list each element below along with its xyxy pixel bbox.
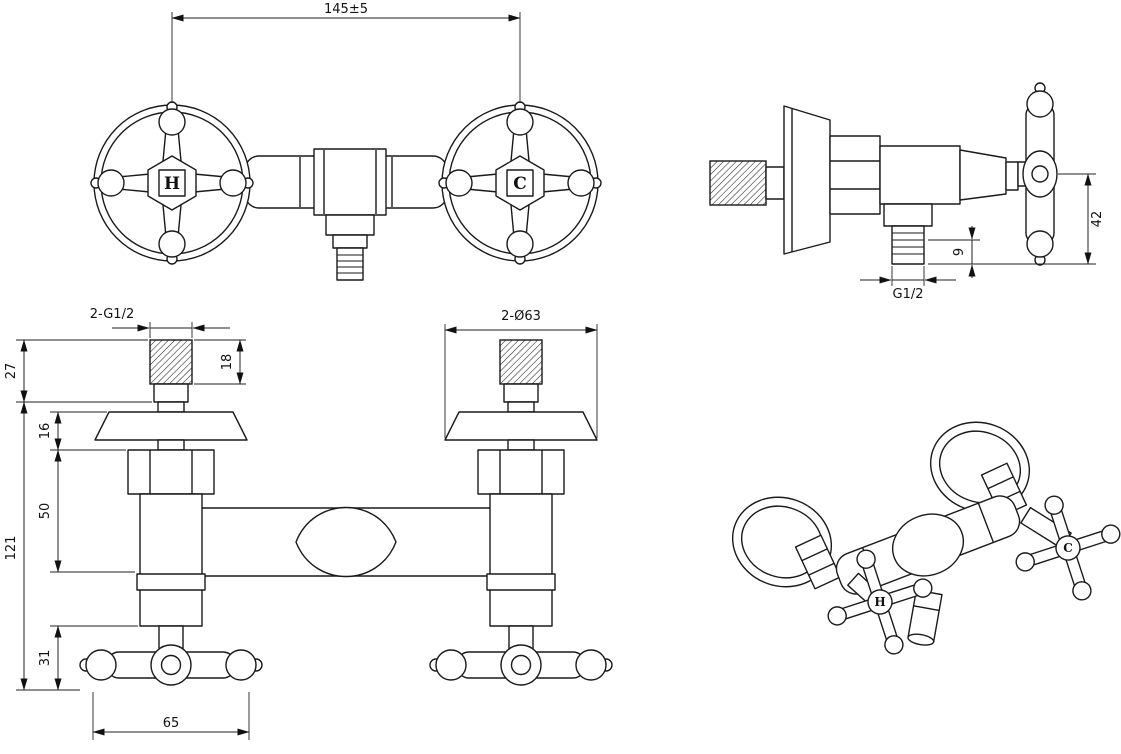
iso-outlet [907,589,943,646]
outlet-spigot [336,247,364,281]
perspective-view: H C [731,421,1121,671]
dim-center-distance: 145±5 [324,2,368,17]
front-view: H C 145±5 [90,2,602,281]
dim-pipe-protrusion: 27 [4,363,19,380]
outlet-thread-label: G1/2 [893,287,924,302]
side-view: 42 9 G1/2 [709,82,1105,302]
dim-handle-offset: 31 [38,650,53,667]
body-center-lens [295,507,397,577]
inlet-thread [709,160,767,206]
flange-diameter-callout: 2-Ø63 [501,309,541,324]
mixer-center-housing [313,148,387,216]
hot-valve-assembly [79,339,263,686]
iso-cold-letter: C [1063,541,1073,555]
dim-thread-length: 18 [220,354,235,371]
bottom-view: 2-G1/2 2-Ø63 27 121 16 50 31 18 6 [4,307,613,740]
dim-spigot-length: 9 [952,248,967,256]
hot-handle-letter: H [164,174,180,194]
inlet-thread-callout: 2-G1/2 [90,307,134,322]
cold-handle-letter: C [513,174,527,194]
hex-nut [829,135,881,215]
dim-flange-height: 16 [38,423,53,440]
valve-body [879,145,961,205]
dim-outlet-drop: 42 [1090,211,1105,228]
dim-body-length: 50 [38,503,53,520]
dim-total-height: 121 [4,536,19,561]
cold-valve-assembly [429,339,613,686]
dim-handle-width: 65 [163,716,180,731]
wall-flange [783,105,831,255]
iso-hot-letter: H [874,595,885,609]
iso-left-nut [794,534,842,590]
outlet-spigot-side [891,225,925,265]
